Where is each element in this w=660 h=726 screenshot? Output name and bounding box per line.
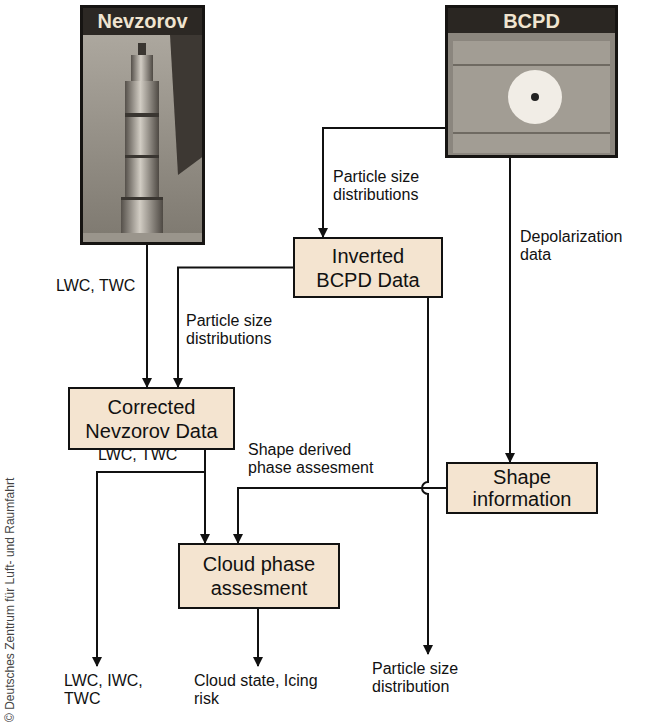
instrument-photo: BCPD [445, 5, 618, 158]
output-arrow [257, 609, 259, 666]
box-text: Corrected Nevzorov Data [82, 395, 221, 443]
edge-label: LWC, TWC [98, 446, 193, 464]
connector-arrow [146, 245, 148, 387]
process-box: Cloud phase assesment [178, 543, 340, 609]
probe-photo [80, 5, 205, 245]
instrument-title: Nevzorov [83, 8, 202, 33]
output-label: LWC, IWC, TWC [64, 672, 148, 709]
output-arrow [422, 298, 428, 654]
output-label: Particle size distribution [372, 660, 497, 697]
process-box: Shape information [446, 462, 598, 514]
box-text: Inverted BCPD Data [307, 244, 429, 292]
edge-label: Depolarization data [520, 228, 655, 265]
connector-arrow [204, 450, 206, 543]
box-text: Cloud phase assesment [192, 552, 326, 600]
edge-label: Particle size distributions [186, 312, 316, 349]
edge-label: LWC, TWC [56, 277, 146, 295]
output-label: Cloud state, Icing risk [194, 672, 319, 709]
connector-arrow [509, 158, 511, 462]
process-box: Inverted BCPD Data [293, 237, 443, 298]
process-box: Corrected Nevzorov Data [68, 387, 235, 450]
instrument-title: BCPD [448, 8, 615, 33]
instrument-photo: Nevzorov [80, 5, 205, 245]
connector-arrow [238, 488, 446, 543]
copyright-note: © Deutsches Zentrum für Luft- und Raumfa… [3, 478, 17, 722]
edge-label: Shape derived phase assesment [248, 441, 388, 478]
box-text: Shape information [460, 466, 584, 510]
edge-label: Particle size distributions [333, 168, 463, 205]
